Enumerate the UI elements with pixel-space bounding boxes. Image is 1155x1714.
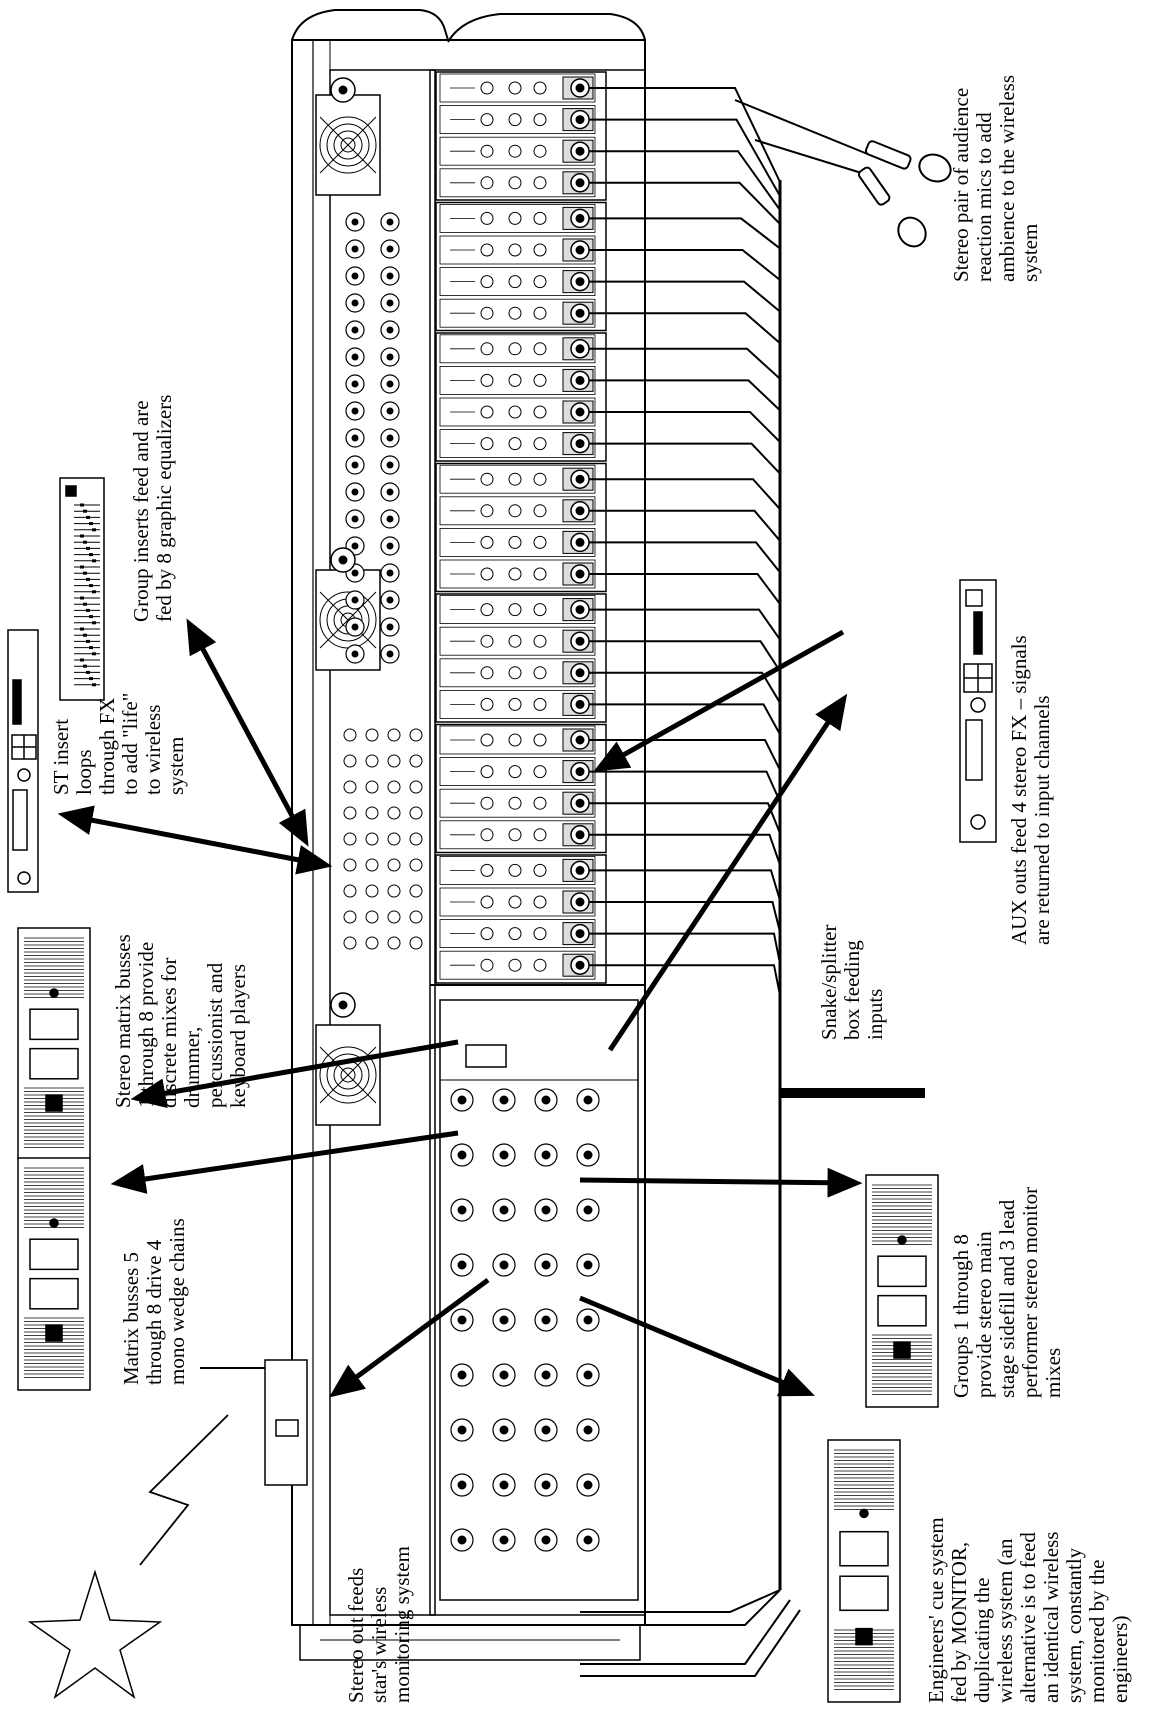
input-channel-strip (440, 627, 595, 655)
input-channel-strip (440, 821, 595, 849)
input-channel-strip (440, 951, 595, 979)
arrow-groups (580, 1180, 855, 1183)
input-cable (589, 479, 780, 509)
input-channel-strip (440, 169, 595, 197)
input-cable (589, 218, 780, 248)
input-channel-strip (440, 920, 595, 948)
input-cable (589, 282, 780, 312)
input-channel-strip (440, 726, 595, 754)
input-channel-strip (440, 74, 595, 102)
input-channel-strip (440, 398, 595, 426)
input-channel-strip (440, 299, 595, 327)
input-channel-strip (440, 204, 595, 232)
power-amplifier-rack-icon (828, 1440, 900, 1702)
wireless-transmitter-icon (200, 1360, 307, 1485)
input-cable (589, 610, 780, 640)
input-channel-strip (440, 888, 595, 916)
power-amplifier-rack-icon (866, 1175, 938, 1407)
input-channel-strip (440, 335, 595, 363)
input-channel-strip (440, 430, 595, 458)
input-channel-strip (440, 236, 595, 264)
input-cable (589, 740, 780, 770)
input-cable (589, 542, 780, 572)
input-cable (589, 151, 780, 210)
input-channel-strip (440, 268, 595, 296)
input-cable (589, 120, 780, 196)
cooling-fan-icon (316, 95, 380, 195)
graphic-eq-rack-icon (60, 478, 104, 700)
input-cable (589, 673, 780, 703)
arrow-group-inserts (190, 625, 305, 840)
input-cable (589, 641, 780, 671)
input-channel-strip (440, 106, 595, 134)
fx-processor-rack-icon (8, 630, 38, 892)
input-cable (589, 88, 780, 182)
arrow-aux-return (600, 632, 843, 768)
input-channel-strip (440, 465, 595, 493)
input-channel-strip (440, 137, 595, 165)
input-cable (589, 380, 780, 410)
snake-cables (580, 88, 925, 1676)
input-channel-strip (440, 366, 595, 394)
input-channel-strip (440, 528, 595, 556)
input-cable (589, 313, 780, 343)
input-cable (589, 803, 780, 833)
input-cable (589, 574, 780, 604)
input-channel-strip (440, 758, 595, 786)
arrow-engineers-cue (580, 1298, 808, 1393)
input-channel-strip (440, 497, 595, 525)
arrow-matrix-5-8 (118, 1133, 458, 1183)
input-cable (589, 511, 780, 541)
input-channel-strip (440, 596, 595, 624)
input-channel-strip (440, 560, 595, 588)
cooling-fan-icon (316, 1025, 380, 1125)
input-cable (589, 870, 780, 900)
input-channel-strip (440, 856, 595, 884)
input-cable (589, 412, 780, 442)
power-amplifier-rack-icon (18, 1158, 90, 1390)
arrow-st-insert (65, 815, 325, 865)
power-amplifier-rack-icon (18, 928, 90, 1160)
input-cable (589, 772, 780, 802)
input-cable (589, 349, 780, 379)
star-performer-icon (30, 1415, 228, 1697)
input-cable (589, 250, 780, 280)
input-channel-strip (440, 659, 595, 687)
fx-processor-rack-icon (960, 580, 996, 842)
input-cable (589, 965, 780, 995)
input-cable (589, 444, 780, 474)
input-cable (589, 902, 780, 932)
input-channel-strip (440, 789, 595, 817)
input-channel-strip (440, 690, 595, 718)
